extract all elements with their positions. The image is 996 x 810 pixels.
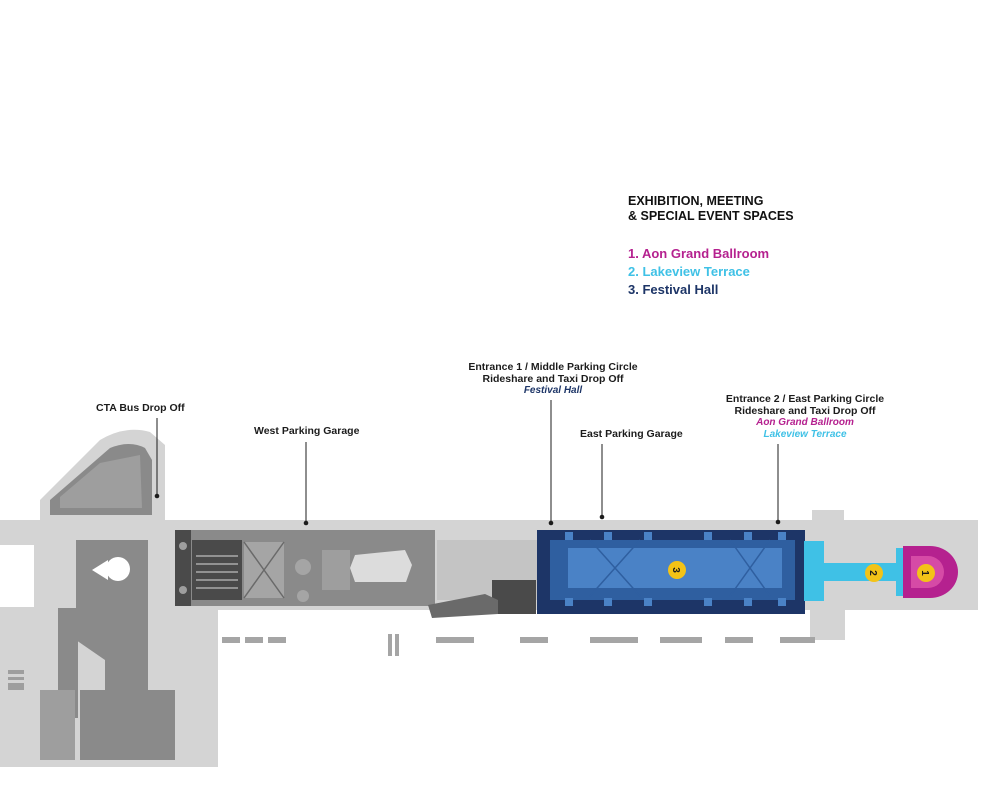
legend: EXHIBITION, MEETING & SPECIAL EVENT SPAC… — [628, 194, 794, 299]
marker-label-1: 1 — [919, 570, 930, 576]
label-cta-line1: CTA Bus Drop Off — [96, 402, 185, 414]
label-entrance2-lakeview-terrace: Lakeview Terrace — [763, 429, 847, 440]
label-east-parking-garage: East Parking Garage — [580, 428, 683, 440]
label-entrance-2: Entrance 2 / East Parking Circle Ridesha… — [710, 393, 900, 441]
legend-title-line1: EXHIBITION, MEETING — [628, 194, 764, 208]
middle-drop-off-area — [428, 540, 537, 618]
leader-dots — [154, 493, 781, 526]
marker-aon-grand-ballroom: 1 — [917, 564, 935, 582]
marker-label-2: 2 — [867, 570, 878, 576]
label-entrance1-line2: Rideshare and Taxi Drop Off — [482, 373, 624, 385]
label-entrance2-line2: Rideshare and Taxi Drop Off — [734, 405, 876, 417]
label-entrance1-festival-hall: Festival Hall — [523, 385, 583, 396]
legend-title-line2: & SPECIAL EVENT SPACES — [628, 209, 794, 223]
label-entrance-1: Entrance 1 / Middle Parking Circle Rides… — [436, 361, 670, 397]
label-west-parking-garage: West Parking Garage — [254, 425, 359, 437]
west-parking-garage-building — [175, 530, 435, 606]
legend-item-lakeview-terrace: 2. Lakeview Terrace — [628, 264, 750, 279]
marker-festival-hall: 3 — [668, 561, 686, 579]
label-cta-bus-drop-off: CTA Bus Drop Off — [96, 402, 185, 414]
label-entrance1-line1: Entrance 1 / Middle Parking Circle — [468, 361, 638, 373]
label-entrance2-aon-grand-ballroom: Aon Grand Ballroom — [756, 417, 854, 428]
west-campus — [0, 444, 175, 760]
label-west-garage-line1: West Parking Garage — [254, 425, 360, 437]
legend-item-aon-grand-ballroom: 1. Aon Grand Ballroom — [628, 246, 770, 261]
leader-lines — [156, 400, 779, 521]
parking-strip — [8, 634, 815, 683]
legend-item-festival-hall: 3. Festival Hall — [628, 282, 719, 297]
legend-list: 1. Aon Grand Ballroom 2. Lakeview Terrac… — [628, 245, 794, 299]
marker-label-3: 3 — [670, 567, 681, 573]
marker-lakeview-terrace: 2 — [865, 564, 883, 582]
label-east-garage-line1: East Parking Garage — [580, 428, 683, 440]
label-entrance2-line1: Entrance 2 / East Parking Circle — [725, 393, 885, 405]
